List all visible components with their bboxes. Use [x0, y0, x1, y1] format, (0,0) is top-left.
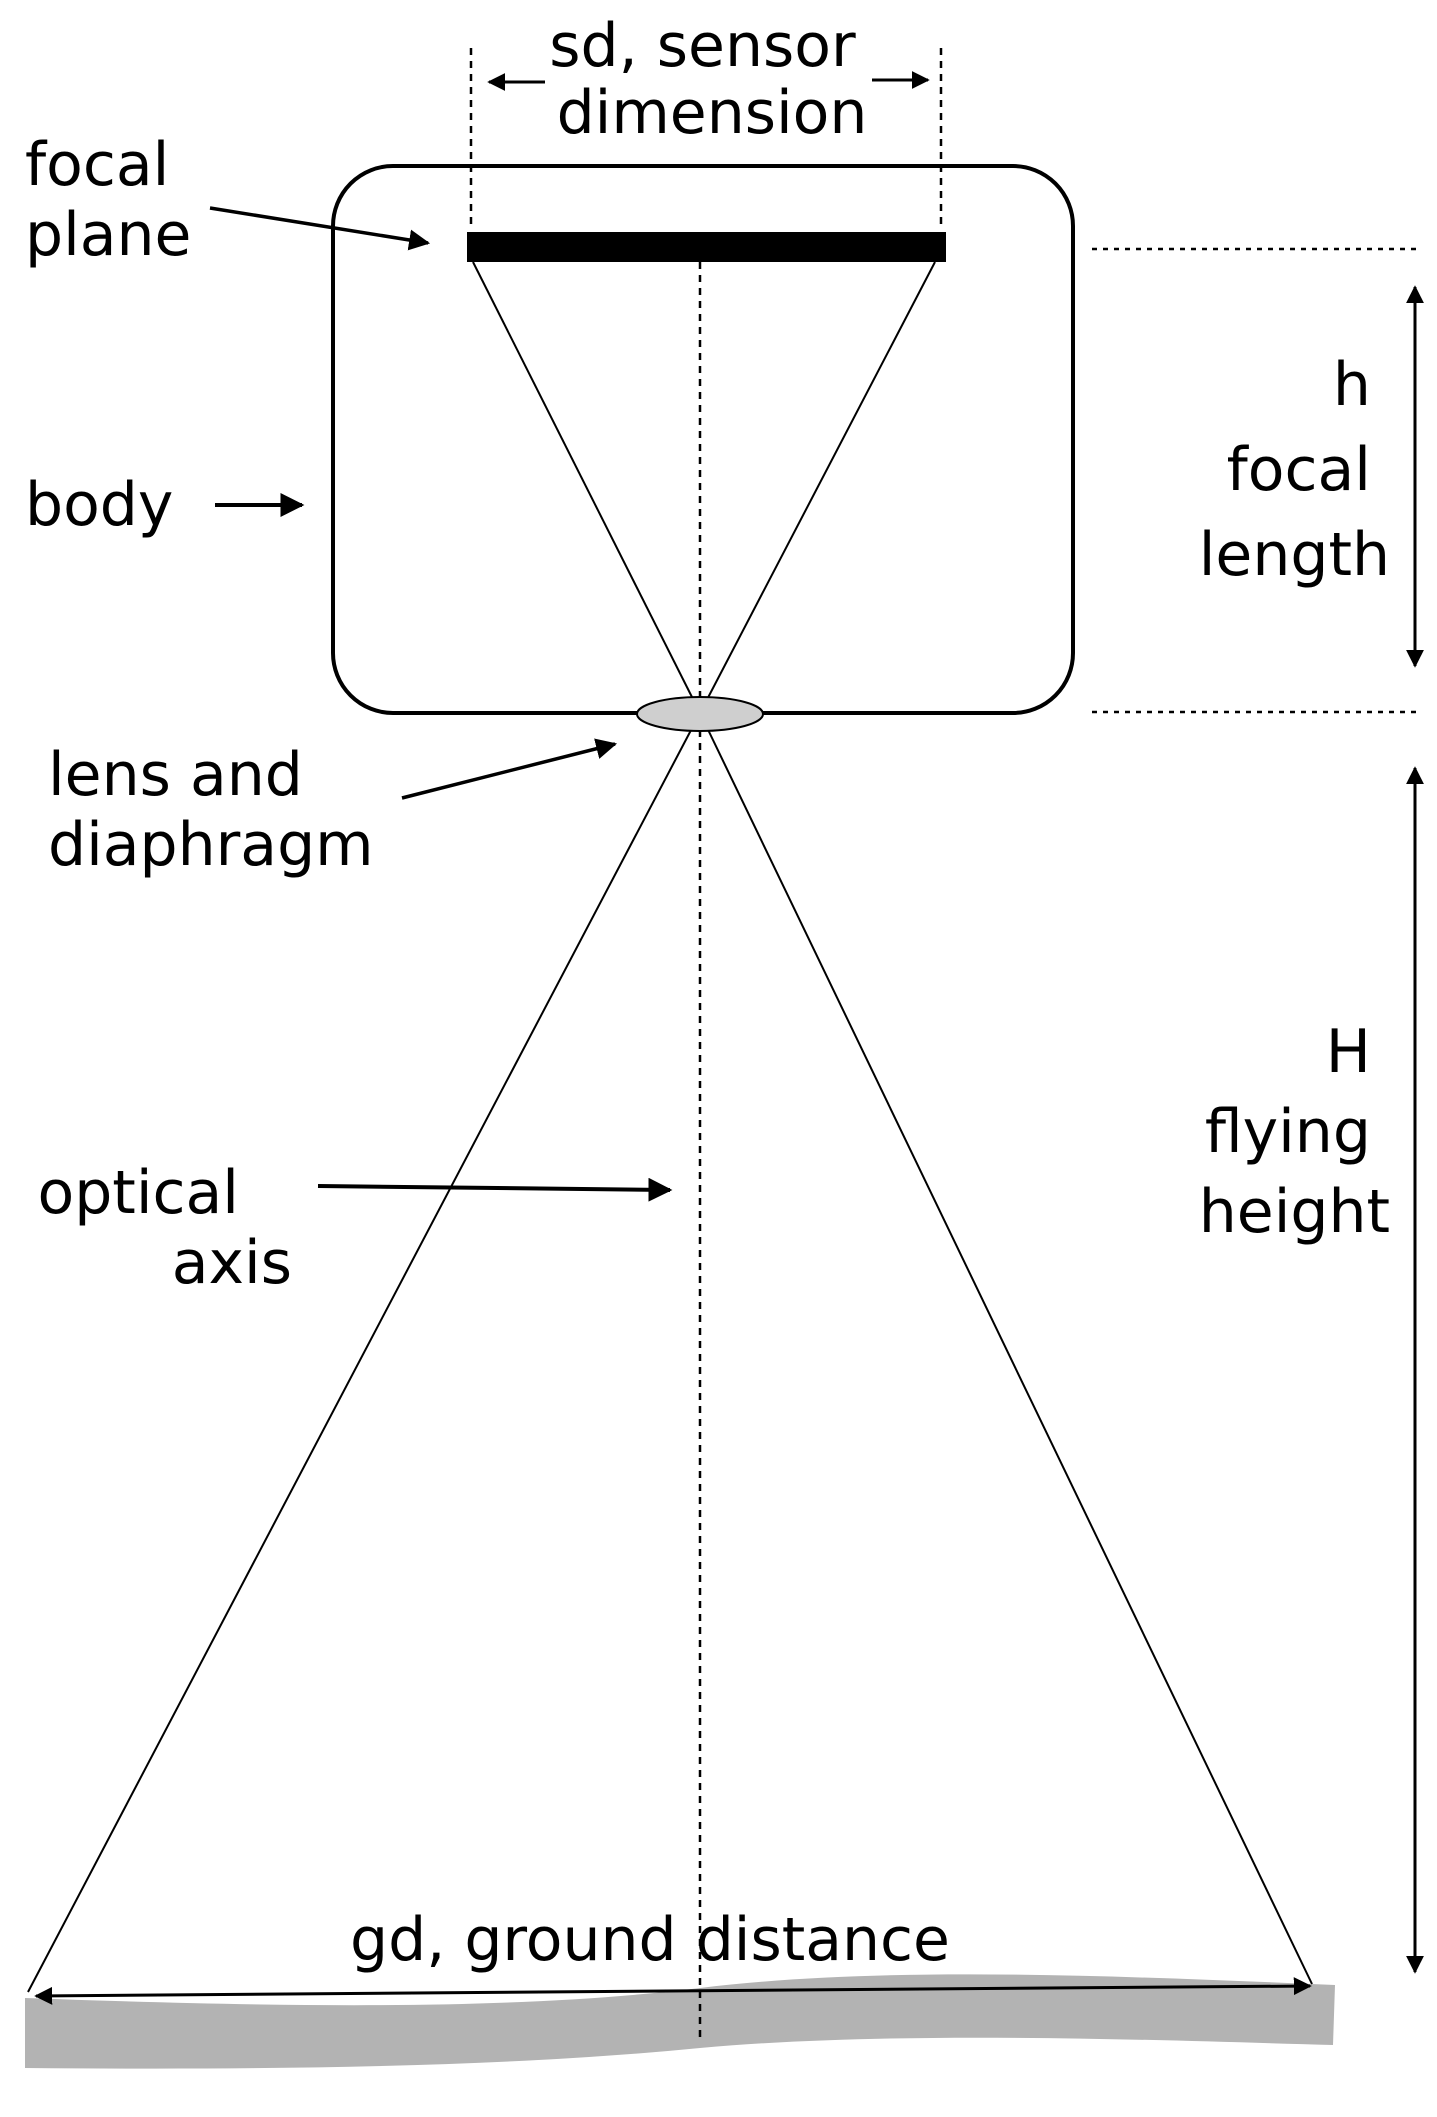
ray-upper-left	[472, 261, 701, 714]
lens-pointer	[401, 738, 618, 800]
ground-distance-arrow	[34, 1977, 1312, 2005]
ray-lower-right	[699, 712, 1313, 1985]
ray-upper-right	[699, 261, 936, 714]
sensor-dimension-label: sd, sensor dimension	[549, 11, 874, 148]
flying-height-label: H flying height	[1199, 1017, 1390, 1247]
focal-length-label: h focal length	[1199, 350, 1390, 590]
lens-ellipse	[636, 696, 764, 732]
lens-label: lens and diaphragm	[48, 740, 374, 880]
ground-distance-label: gd, ground distance	[350, 1905, 950, 1975]
ray-lower-left	[27, 712, 701, 1993]
focal-plane-label: focal plane	[25, 130, 191, 270]
body-label: body	[25, 470, 173, 540]
optical-axis-pointer	[317, 1177, 673, 1202]
focal-plane-pointer	[209, 206, 431, 251]
sensor-bar	[467, 232, 946, 262]
optical-axis-label: optical axis	[38, 1158, 293, 1298]
